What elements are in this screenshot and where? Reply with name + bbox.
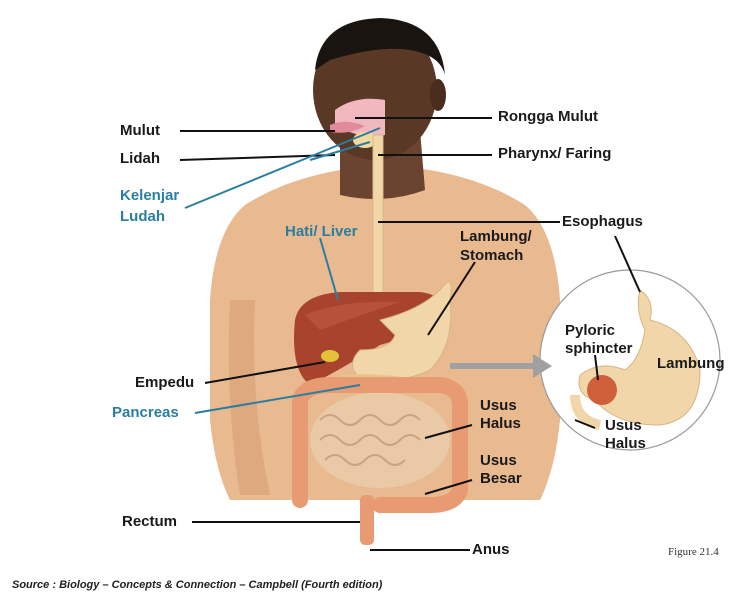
label-kelenjar-2: Ludah (120, 208, 165, 226)
label-usus-halus-2: Halus (480, 415, 521, 433)
label-kelenjar-1: Kelenjar (120, 187, 179, 205)
pyloric-sphincter (587, 375, 617, 405)
label-pharynx: Pharynx/ Faring (498, 145, 611, 163)
label-pancreas: Pancreas (112, 404, 179, 422)
label-anus: Anus (472, 541, 510, 559)
label-hati: Hati/ Liver (285, 223, 358, 241)
label-usus-besar-2: Besar (480, 470, 522, 488)
label-pyloric-2: sphincter (565, 340, 633, 358)
label-empedu: Empedu (135, 374, 194, 392)
label-rongga-mulut: Rongga Mulut (498, 108, 598, 126)
label-lambung: Lambung (657, 355, 725, 373)
figure-label: Figure 21.4 (668, 546, 719, 558)
inset-arrow-shaft (450, 363, 535, 369)
ear (430, 79, 446, 111)
label-rectum: Rectum (122, 513, 177, 531)
source-caption: Source : Biology – Concepts & Connection… (12, 579, 382, 591)
label-lidah: Lidah (120, 150, 160, 168)
rectum (360, 495, 374, 545)
label-pyloric-1: Pyloric (565, 322, 615, 340)
label-lambung-stomach-2: Stomach (460, 247, 523, 265)
label-esophagus: Esophagus (562, 213, 643, 231)
label-usus-halus-inset-2: Halus (605, 435, 646, 453)
label-lambung-stomach-1: Lambung/ (460, 228, 532, 246)
label-usus-halus-inset-1: Usus (605, 417, 642, 435)
label-usus-halus-1: Usus (480, 397, 517, 415)
label-usus-besar-1: Usus (480, 452, 517, 470)
label-mulut: Mulut (120, 122, 160, 140)
gallbladder (321, 350, 339, 362)
